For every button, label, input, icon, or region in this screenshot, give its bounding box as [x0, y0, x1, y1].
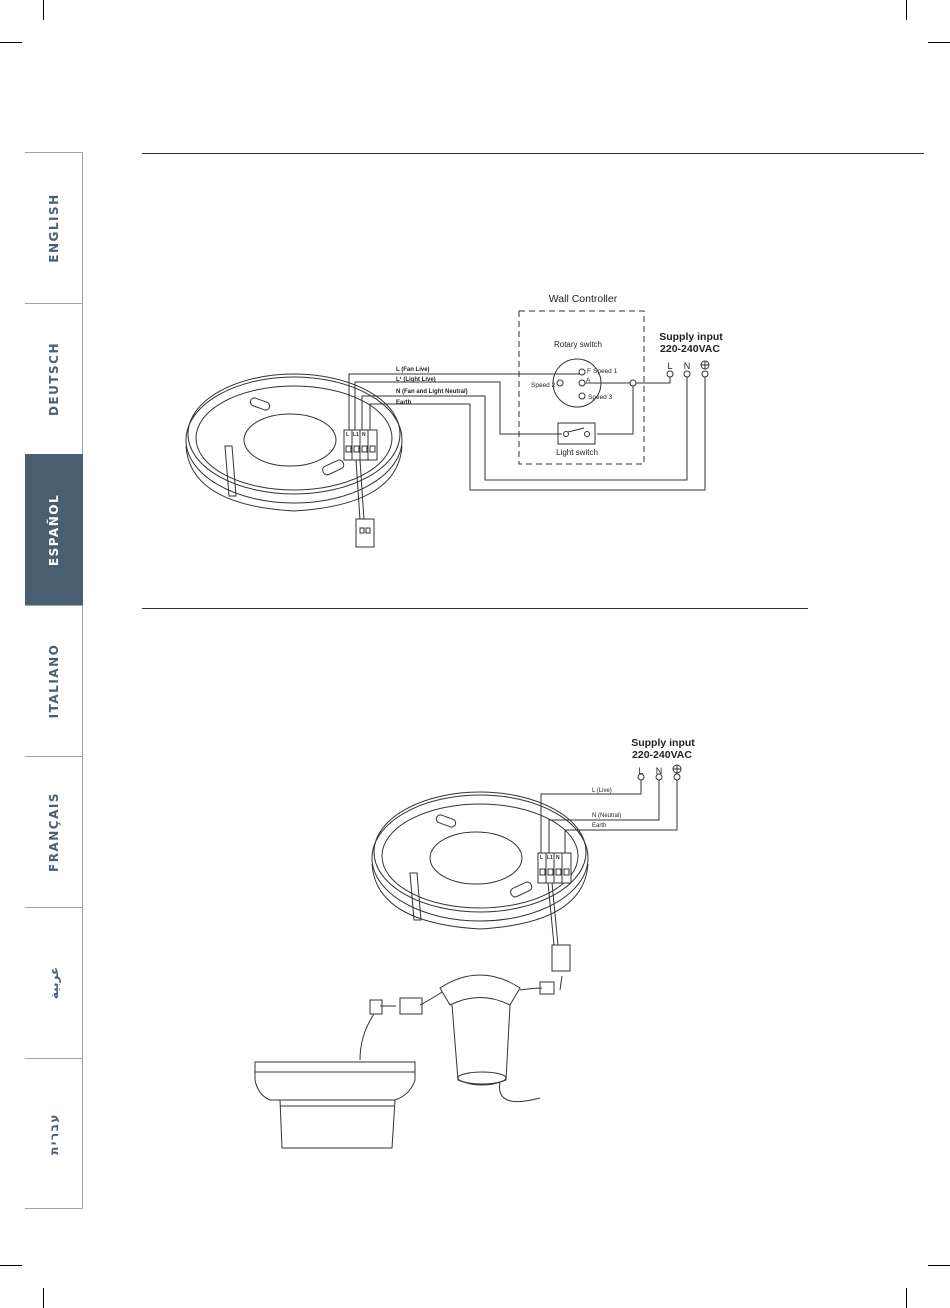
supply-terminal-earth [702, 371, 708, 377]
crop-mark [906, 1288, 907, 1308]
block-l-label: L [540, 855, 543, 861]
wire-label-fan-live: L (Fan Live) [396, 367, 430, 373]
earth-icon [673, 765, 681, 773]
speed2-label: Speed 2 [531, 382, 556, 389]
terminal-n-label: N [656, 766, 663, 776]
wire-label-light-live: L¹ (Light Live) [396, 376, 436, 383]
terminal-n-label: N [684, 361, 691, 371]
terminal-l-label: L [667, 361, 672, 371]
supply-input-label: Supply input [659, 331, 723, 343]
crop-mark [0, 1265, 22, 1266]
supply-terminal-l [667, 371, 673, 377]
rotary-switch-label: Rotary switch [554, 340, 602, 349]
block-n-label: N [556, 855, 560, 861]
ceiling-plate-center-hole [430, 832, 522, 884]
f-label: F [587, 368, 591, 375]
block-l-label: L [346, 432, 349, 438]
supply-voltage-label: 220-240VAC [632, 749, 692, 761]
supply-input-label: Supply input [631, 737, 695, 749]
motor-connector [370, 1000, 382, 1014]
crop-mark [928, 1265, 950, 1266]
a-label: A [586, 377, 591, 384]
plug-connector [356, 519, 374, 547]
wiring-diagram-direct-supply: Supply input 220-240VAC L N L (Live) N (… [0, 700, 950, 1180]
fan-base [255, 1062, 415, 1100]
light-switch-label: Light switch [556, 448, 598, 457]
speed1-label: Speed 1 [593, 368, 618, 375]
block-l1-label: L1 [353, 432, 359, 438]
earth-icon [701, 361, 709, 369]
wire-label-live: L (Live) [592, 788, 612, 794]
crop-mark [43, 1288, 44, 1308]
wire-label-neutral: N (Fan and Light Neutral) [396, 389, 468, 395]
speed3-label: Speed 3 [588, 394, 613, 401]
wire-label-earth: Earth [396, 400, 412, 406]
supply-voltage-label: 220-240VAC [660, 343, 720, 355]
supply-terminal-earth [674, 774, 680, 780]
ceiling-plate-center-hole [244, 414, 336, 466]
block-n-label: N [362, 432, 366, 438]
plug-connector [552, 945, 570, 971]
motor-housing [440, 975, 520, 1005]
block-l1-label: L1 [547, 855, 553, 861]
wiring-diagram-wall-controller: Wall Controller Rotary switch F Speed 1 … [0, 0, 950, 620]
wall-controller-label: Wall Controller [549, 293, 618, 305]
terminal-l-label: L [638, 766, 643, 776]
supply-terminal-n [684, 371, 690, 377]
wire-label-neutral: N (Neutral) [592, 813, 621, 819]
wire-label-earth: Earth [592, 823, 606, 829]
